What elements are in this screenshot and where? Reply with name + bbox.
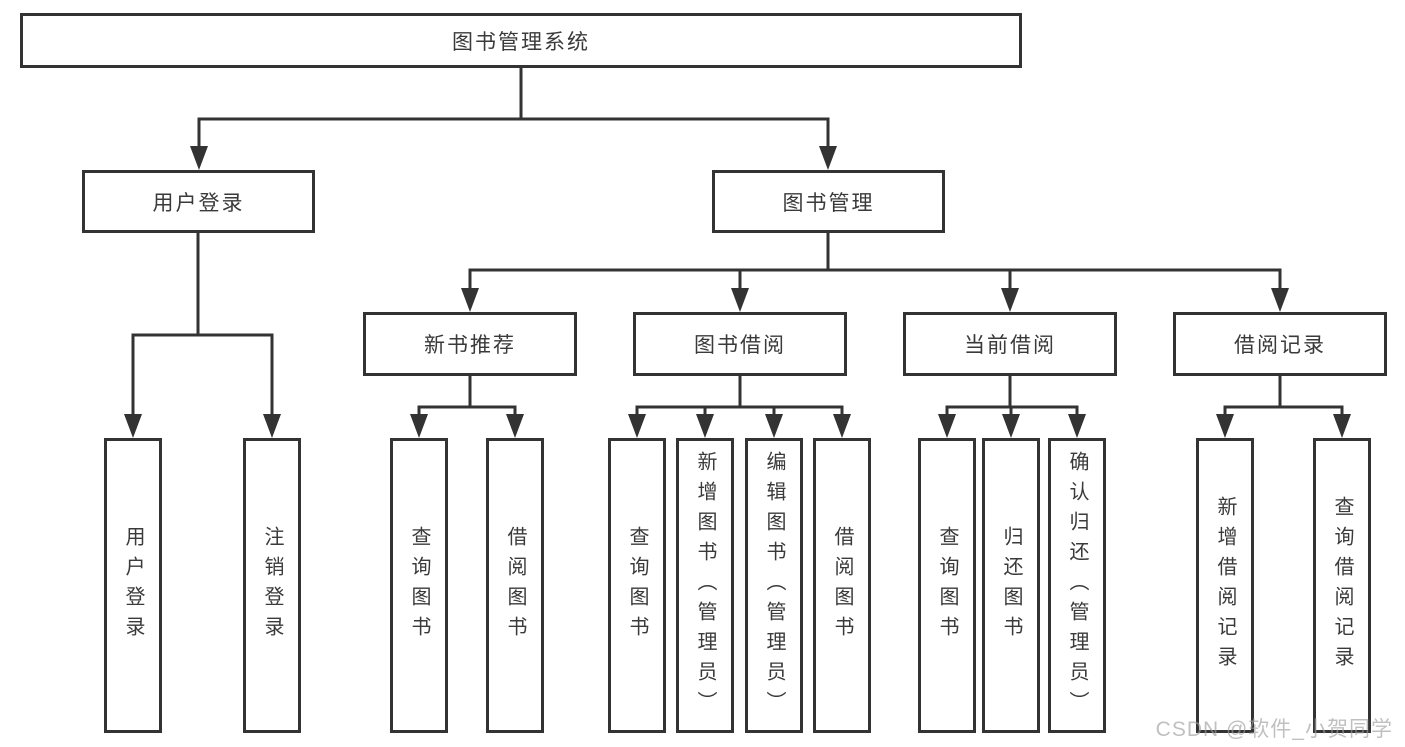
leaf-borrow-books-recommend: 借阅图书 xyxy=(486,438,544,733)
leaf-query-books-current: 查询图书 xyxy=(918,438,976,733)
leaf-return-books: 归还图书 xyxy=(982,438,1040,733)
leaf-label: 查询图书 xyxy=(408,525,430,646)
leaf-label: 查询图书 xyxy=(626,525,648,646)
leaf-label: 新增图书（管理员） xyxy=(694,450,716,721)
leaf-user-login: 用户登录 xyxy=(104,438,162,733)
leaf-label: 借阅图书 xyxy=(831,525,853,646)
node-label: 借阅记录 xyxy=(1234,334,1326,357)
leaf-edit-books-admin: 编辑图书（管理员） xyxy=(745,438,803,733)
leaf-query-books-recommend: 查询图书 xyxy=(390,438,448,733)
node-label: 新书推荐 xyxy=(424,334,516,357)
leaf-label: 新增借阅记录 xyxy=(1214,495,1236,676)
node-label: 图书借阅 xyxy=(694,334,786,357)
leaf-label: 借阅图书 xyxy=(504,525,526,646)
leaf-label: 查询借阅记录 xyxy=(1331,495,1353,676)
node-label: 图书管理 xyxy=(782,191,875,215)
node-new-book-recommendation: 新书推荐 xyxy=(363,312,577,376)
leaf-query-borrow-record: 查询借阅记录 xyxy=(1313,438,1371,733)
node-current-borrowing: 当前借阅 xyxy=(903,312,1117,376)
node-label: 用户登录 xyxy=(152,191,245,215)
leaf-add-books-admin: 新增图书（管理员） xyxy=(676,438,734,733)
leaf-query-books-borrowing: 查询图书 xyxy=(608,438,666,733)
node-book-management-module: 图书管理 xyxy=(712,170,945,233)
node-book-borrowing: 图书借阅 xyxy=(633,312,847,376)
leaf-label: 用户登录 xyxy=(122,525,144,646)
node-borrowing-records: 借阅记录 xyxy=(1173,312,1387,376)
leaf-label: 编辑图书（管理员） xyxy=(763,450,785,721)
node-root-label: 图书管理系统 xyxy=(452,30,590,54)
leaf-label: 确认归还（管理员） xyxy=(1066,450,1088,721)
leaf-label: 查询图书 xyxy=(936,525,958,646)
leaf-borrow-books: 借阅图书 xyxy=(813,438,871,733)
leaf-confirm-return-admin: 确认归还（管理员） xyxy=(1048,438,1106,733)
csdn-watermark: CSDN @软件_小贺同学 xyxy=(1155,718,1393,741)
node-user-login-module: 用户登录 xyxy=(82,170,315,233)
leaf-label: 归还图书 xyxy=(1000,525,1022,646)
node-label: 当前借阅 xyxy=(964,334,1056,357)
leaf-add-borrow-record: 新增借阅记录 xyxy=(1196,438,1254,733)
node-root: 图书管理系统 xyxy=(20,13,1022,68)
leaf-label: 注销登录 xyxy=(261,525,283,646)
leaf-logout: 注销登录 xyxy=(243,438,301,733)
